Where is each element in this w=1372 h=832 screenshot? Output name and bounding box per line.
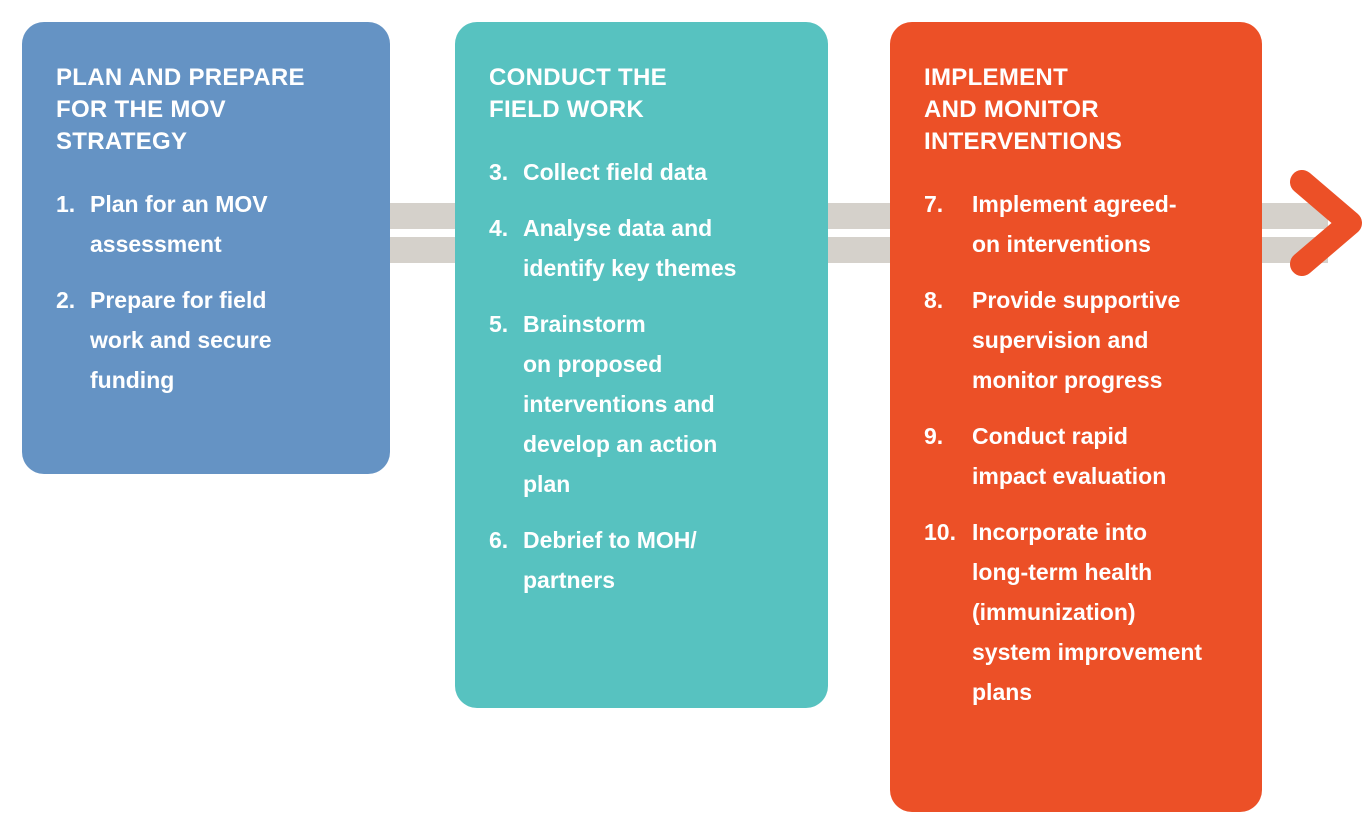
step-number: 10. [924, 519, 956, 545]
connector-stage1-stage2 [382, 203, 468, 263]
step-item: 1. Plan for an MOV assessment [56, 184, 356, 264]
step-number: 2. [56, 287, 76, 313]
stage-implement-and-monitor: IMPLEMENT AND MONITOR INTERVENTIONS 7. I… [890, 22, 1262, 812]
step-item: 8. Provide supportive supervision and mo… [924, 280, 1228, 400]
step-number: 9. [924, 423, 944, 449]
step-text: Debrief to MOH/ partners [523, 527, 697, 593]
connector-bar-lower [382, 237, 468, 263]
connector-stage2-stage3 [818, 203, 904, 263]
step-list: 3. Collect field data 4. Analyse data an… [489, 152, 794, 600]
step-text: Conduct rapid impact evaluation [972, 423, 1167, 489]
stage-title: IMPLEMENT AND MONITOR INTERVENTIONS [924, 64, 1123, 155]
step-text: Brainstorm on proposed interventions and… [523, 311, 718, 497]
step-text: Incorporate into long-term health (immun… [972, 519, 1203, 705]
step-item: 3. Collect field data [489, 152, 794, 192]
stage-plan-and-prepare: PLAN AND PREPARE FOR THE MOV STRATEGY 1.… [22, 22, 390, 474]
step-item: 6. Debrief to MOH/ partners [489, 520, 794, 600]
step-number: 3. [489, 159, 509, 185]
step-text: Analyse data and identify key themes [523, 215, 737, 281]
connector-bar-upper [818, 203, 904, 229]
step-number: 7. [924, 191, 944, 217]
step-text: Collect field data [523, 159, 708, 185]
step-number: 5. [489, 311, 509, 337]
step-item: 10. Incorporate into long-term health (i… [924, 512, 1228, 712]
step-item: 9. Conduct rapid impact evaluation [924, 416, 1228, 496]
step-number: 8. [924, 287, 944, 313]
step-list: 1. Plan for an MOV assessment 2. Prepare… [56, 184, 356, 400]
step-item: 5. Brainstorm on proposed interventions … [489, 304, 794, 504]
connector-bar-lower [818, 237, 904, 263]
step-number: 1. [56, 191, 76, 217]
step-text: Provide supportive supervision and monit… [972, 287, 1181, 393]
stage-conduct-field-work: CONDUCT THE FIELD WORK 3. Collect field … [455, 22, 828, 708]
step-item: 4. Analyse data and identify key themes [489, 208, 794, 288]
step-item: 7. Implement agreed- on interventions [924, 184, 1228, 264]
step-text: Implement agreed- on interventions [972, 191, 1177, 257]
flow-arrow-head-icon [1290, 170, 1362, 276]
step-number: 4. [489, 215, 509, 241]
step-item: 2. Prepare for field work and secure fun… [56, 280, 356, 400]
connector-bar-upper [382, 203, 468, 229]
step-text: Plan for an MOV assessment [90, 191, 268, 257]
stage-title: CONDUCT THE FIELD WORK [489, 64, 667, 123]
stage-title: PLAN AND PREPARE FOR THE MOV STRATEGY [56, 64, 305, 155]
step-text: Prepare for field work and secure fundin… [90, 287, 272, 393]
step-number: 6. [489, 527, 509, 553]
step-list: 7. Implement agreed- on interventions 8.… [924, 184, 1228, 712]
